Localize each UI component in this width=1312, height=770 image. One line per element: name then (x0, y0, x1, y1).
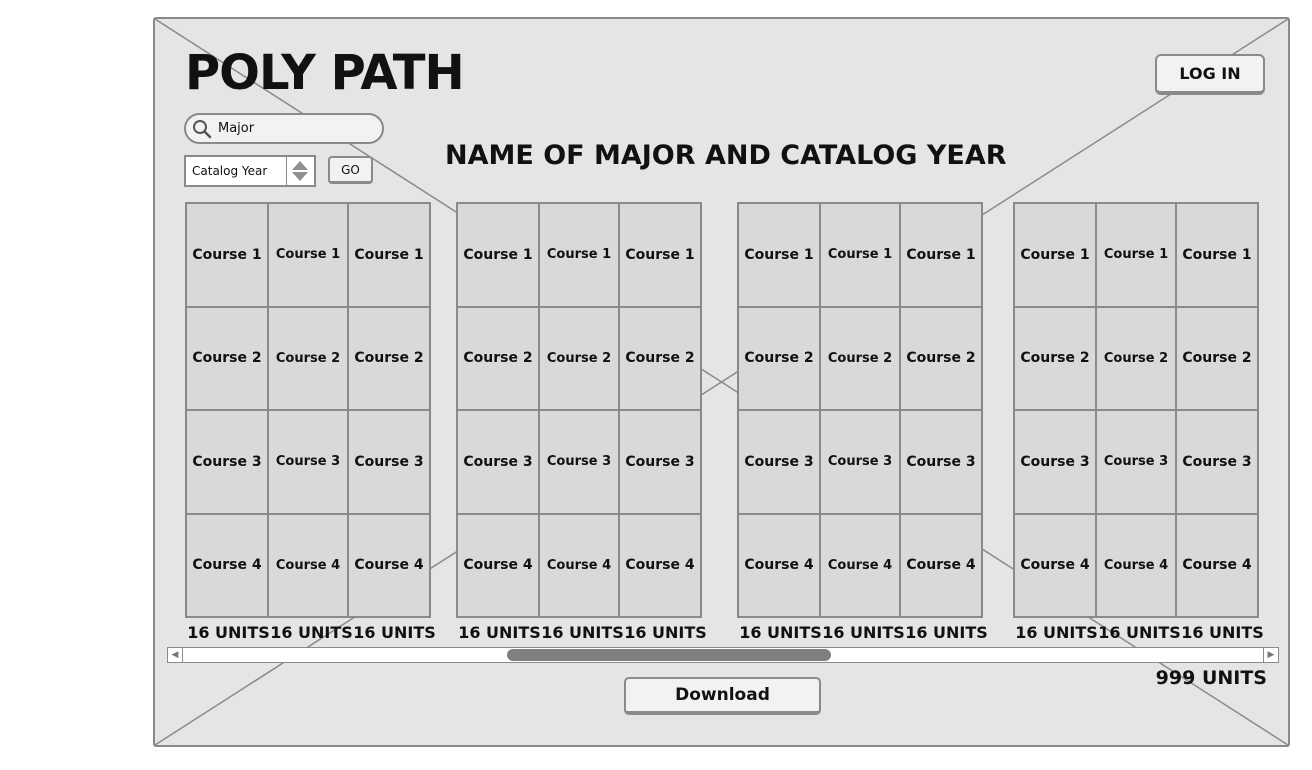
quarter-units-label: 16 UNITS (353, 623, 436, 642)
course-cell[interactable]: Course 1 (540, 204, 618, 306)
course-cell[interactable]: Course 4 (349, 514, 429, 616)
major-search-input[interactable] (218, 121, 368, 136)
course-cell[interactable]: Course 3 (349, 411, 429, 513)
course-cell[interactable]: Course 1 (269, 204, 347, 306)
app-window: POLY PATH LOG IN Catalog Year GO NAME OF… (153, 17, 1290, 747)
course-cell[interactable]: Course 4 (269, 514, 347, 616)
course-cell[interactable]: Course 3 (901, 411, 981, 513)
quarter-units-label: 16 UNITS (905, 623, 988, 642)
scroll-left-icon[interactable]: ◀ (168, 648, 183, 662)
major-catalog-heading: NAME OF MAJOR AND CATALOG YEAR (445, 140, 1007, 171)
search-box[interactable] (184, 113, 384, 144)
course-cell[interactable]: Course 1 (821, 204, 899, 306)
course-cell[interactable]: Course 4 (458, 514, 538, 616)
course-cell[interactable]: Course 2 (901, 307, 981, 409)
quarter-units-label: 16 UNITS (187, 623, 270, 642)
caret-down-icon (292, 172, 309, 181)
course-cell[interactable]: Course 3 (821, 411, 899, 513)
course-cell[interactable]: Course 2 (1177, 307, 1257, 409)
search-icon (193, 119, 212, 138)
total-units: 999 UNITS (1155, 667, 1267, 689)
catalog-year-value: Catalog Year (192, 164, 268, 178)
quarter-units-label: 16 UNITS (541, 623, 624, 642)
course-cell[interactable]: Course 3 (540, 411, 618, 513)
course-cell[interactable]: Course 1 (620, 204, 700, 306)
course-cell[interactable]: Course 1 (1177, 204, 1257, 306)
course-cell[interactable]: Course 2 (1015, 307, 1095, 409)
course-cell[interactable]: Course 1 (739, 204, 819, 306)
course-cell[interactable]: Course 2 (1097, 307, 1175, 409)
go-button[interactable]: GO (328, 156, 373, 184)
course-cell[interactable]: Course 4 (1015, 514, 1095, 616)
course-cell[interactable]: Course 1 (1015, 204, 1095, 306)
course-cell[interactable]: Course 1 (1097, 204, 1175, 306)
course-cell[interactable]: Course 3 (1097, 411, 1175, 513)
quarter-units-label: 16 UNITS (1181, 623, 1264, 642)
course-cell[interactable]: Course 4 (540, 514, 618, 616)
quarter-units-label: 16 UNITS (1015, 623, 1098, 642)
course-cell[interactable]: Course 2 (739, 307, 819, 409)
course-cell[interactable]: Course 4 (901, 514, 981, 616)
download-button[interactable]: Download (624, 677, 821, 715)
scrollbar-thumb[interactable] (507, 649, 831, 661)
course-cell[interactable]: Course 1 (901, 204, 981, 306)
course-cell[interactable]: Course 2 (349, 307, 429, 409)
app-title: POLY PATH (185, 45, 465, 101)
course-cell[interactable]: Course 4 (1097, 514, 1175, 616)
course-cell[interactable]: Course 3 (187, 411, 267, 513)
horizontal-scrollbar[interactable]: ◀ ▶ (167, 647, 1279, 663)
catalog-year-stepper[interactable] (285, 157, 314, 185)
scroll-right-icon[interactable]: ▶ (1263, 648, 1278, 662)
course-cell[interactable]: Course 3 (739, 411, 819, 513)
course-cell[interactable]: Course 2 (540, 307, 618, 409)
course-cell[interactable]: Course 2 (620, 307, 700, 409)
course-cell[interactable]: Course 2 (269, 307, 347, 409)
login-button[interactable]: LOG IN (1155, 54, 1265, 95)
course-cell[interactable]: Course 2 (187, 307, 267, 409)
course-cell[interactable]: Course 3 (458, 411, 538, 513)
course-cell[interactable]: Course 2 (821, 307, 899, 409)
catalog-year-select[interactable]: Catalog Year (184, 155, 316, 187)
course-cell[interactable]: Course 2 (458, 307, 538, 409)
quarter-units-label: 16 UNITS (739, 623, 822, 642)
course-cell[interactable]: Course 4 (1177, 514, 1257, 616)
course-cell[interactable]: Course 3 (269, 411, 347, 513)
course-cell[interactable]: Course 4 (821, 514, 899, 616)
course-cell[interactable]: Course 3 (620, 411, 700, 513)
course-cell[interactable]: Course 4 (739, 514, 819, 616)
course-cell[interactable]: Course 4 (187, 514, 267, 616)
course-cell[interactable]: Course 3 (1177, 411, 1257, 513)
quarter-units-label: 16 UNITS (822, 623, 905, 642)
course-cell[interactable]: Course 1 (458, 204, 538, 306)
quarter-units-label: 16 UNITS (458, 623, 541, 642)
quarter-units-label: 16 UNITS (270, 623, 353, 642)
quarter-units-label: 16 UNITS (624, 623, 707, 642)
quarter-units-label: 16 UNITS (1098, 623, 1181, 642)
course-cell[interactable]: Course 1 (187, 204, 267, 306)
course-cell[interactable]: Course 3 (1015, 411, 1095, 513)
course-cell[interactable]: Course 1 (349, 204, 429, 306)
course-cell[interactable]: Course 4 (620, 514, 700, 616)
caret-up-icon (292, 161, 309, 170)
